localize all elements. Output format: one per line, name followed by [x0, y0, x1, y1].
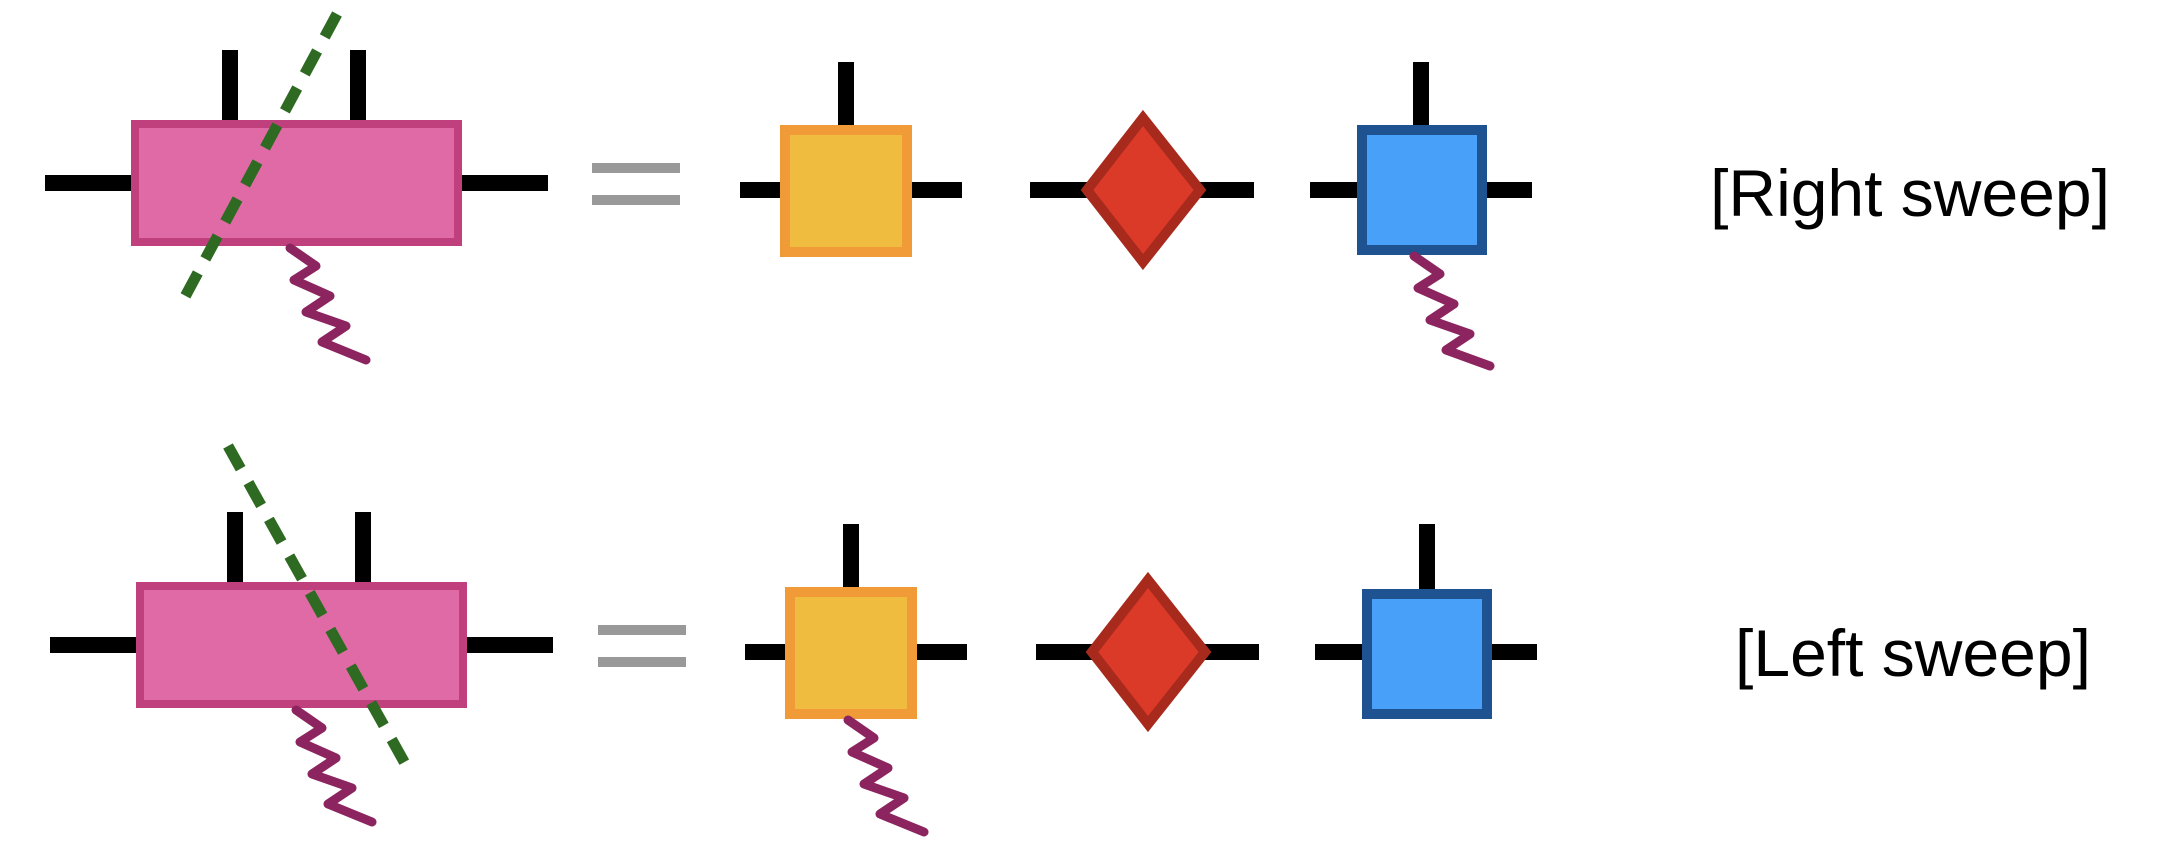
two-site-box: [136, 582, 467, 708]
row-left-sweep: [Left sweep]: [50, 443, 2091, 837]
two-site-tensor: [45, 11, 548, 365]
u-tensor: [740, 62, 962, 257]
wavy-leg: [843, 715, 929, 837]
row-label: [Right sweep]: [1710, 156, 2110, 230]
wavy-leg: [285, 243, 371, 365]
wavy-leg: [291, 705, 377, 827]
red-diamond: [1085, 571, 1212, 733]
orange-square: [785, 587, 917, 719]
equals-sign: [592, 163, 680, 205]
equals-sign: [598, 625, 686, 667]
singular-values: [1036, 571, 1259, 733]
row-right-sweep: [Right sweep]: [45, 11, 2110, 371]
red-diamond: [1080, 109, 1207, 271]
two-site-box: [131, 120, 462, 246]
blue-square: [1362, 589, 1492, 719]
blue-square: [1357, 125, 1487, 255]
wavy-leg: [1409, 251, 1495, 371]
orange-square: [780, 125, 912, 257]
v-tensor: [1310, 62, 1532, 371]
dashed-cut-line: [175, 11, 342, 309]
u-tensor: [745, 524, 967, 837]
two-site-tensor: [50, 443, 553, 827]
dashed-cut-line: [223, 443, 417, 779]
row-label: [Left sweep]: [1735, 616, 2091, 690]
v-tensor: [1315, 524, 1537, 719]
singular-values: [1030, 109, 1254, 271]
